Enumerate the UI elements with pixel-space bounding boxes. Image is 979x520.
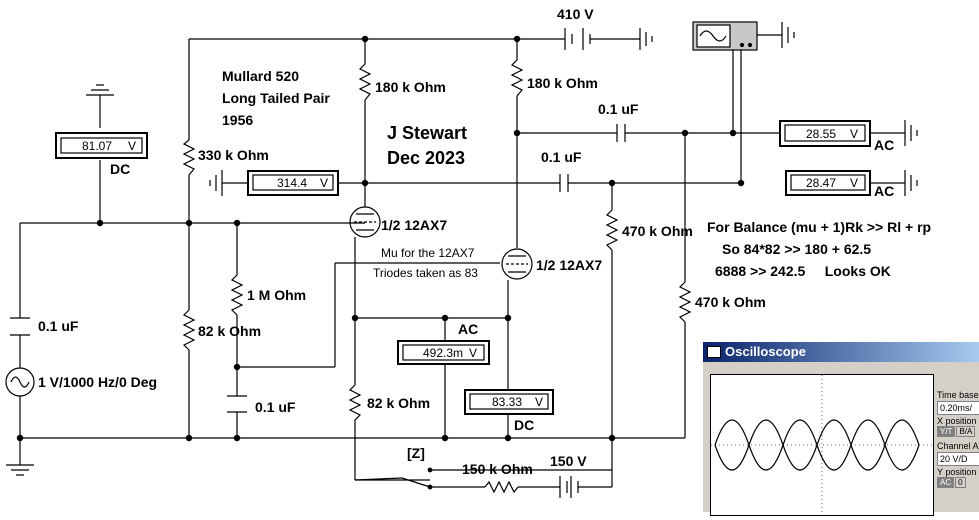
ac-button[interactable]: AC [937, 477, 955, 488]
meter-mode-dc-cathode: DC [514, 417, 534, 433]
resistor-180k-b[interactable] [510, 59, 524, 97]
voltmeter-dc-left[interactable]: 81.07 V [55, 132, 148, 159]
resistor-1m[interactable] [230, 274, 244, 316]
c-in-label: 0.1 uF [38, 318, 79, 334]
meter-unit: V [320, 176, 328, 190]
source-label: 1 V/1000 Hz/0 Deg [38, 374, 157, 390]
r-82k-left-label: 82 k Ohm [198, 323, 261, 339]
capacitor-input[interactable] [10, 317, 30, 336]
r-1m-label: 1 M Ohm [247, 287, 306, 303]
r-180k-a-label: 180 k Ohm [375, 79, 446, 95]
ba-button[interactable]: B/A [956, 426, 976, 437]
meter-value: 28.47 [806, 176, 836, 190]
meter-value: 492.3m [423, 346, 463, 360]
oscilloscope-icon[interactable] [692, 21, 758, 51]
c-out-bottom-label: 0.1 uF [541, 149, 582, 165]
meter-unit: V [469, 346, 477, 360]
note-mu-line-1: Mu for the 12AX7 [381, 246, 475, 260]
switch-key-label: [Z] [407, 445, 425, 461]
channel-label: Channel A [937, 441, 979, 451]
note-balance-line-3: 6888 >> 242.5 Looks OK [715, 263, 891, 279]
triode-lower-icon[interactable] [501, 248, 533, 280]
battery-150v[interactable] [559, 476, 579, 498]
resistor-82k-left[interactable] [182, 309, 196, 351]
date-label: Dec 2023 [387, 148, 465, 168]
timebase-label: Time base [937, 390, 979, 400]
meter-value: 83.33 [492, 395, 522, 409]
wires [19, 34, 905, 488]
oscilloscope-window[interactable]: Oscilloscope Time base 0.20ms/ X positio… [701, 340, 979, 516]
meter-unit: V [535, 395, 543, 409]
c-grid-label: 0.1 uF [255, 399, 296, 415]
resistor-470k-a[interactable] [605, 209, 619, 251]
author-label: J Stewart [387, 123, 467, 143]
meter-value: 28.55 [806, 127, 836, 141]
meter-unit: V [850, 176, 858, 190]
c-out-top-label: 0.1 uF [598, 101, 639, 117]
meter-unit: V [850, 127, 858, 141]
oscilloscope-titlebar[interactable]: Oscilloscope [703, 342, 979, 362]
ground-icon [6, 22, 918, 476]
voltmeter-plate-top[interactable]: 314.4 V [247, 170, 339, 196]
resistor-180k-a[interactable] [358, 63, 372, 101]
voltmeter-ac-out2[interactable]: 28.47 V [785, 170, 871, 196]
voltmeter-ac-mid[interactable]: 492.3m V [397, 340, 490, 365]
tube-upper-label: 1/2 12AX7 [381, 217, 447, 233]
oscilloscope-screen [710, 374, 934, 516]
yt-button[interactable]: Y/T [937, 426, 956, 437]
resistor-82k-tail[interactable] [348, 384, 362, 421]
capacitor-grid[interactable] [227, 395, 247, 413]
meter-mode-ac-out2: AC [874, 183, 894, 199]
waveform-display [711, 375, 933, 515]
battery-410v[interactable] [564, 28, 653, 50]
note-balance-line-1: For Balance (mu + 1)Rk >> Rl + rp [707, 219, 931, 235]
xpos-label: X position [937, 416, 977, 426]
r-470k-a-label: 470 k Ohm [622, 223, 693, 239]
meter-mode-dc-left: DC [110, 161, 130, 177]
timebase-field[interactable]: 0.20ms/ [937, 401, 979, 415]
window-icon [707, 346, 721, 358]
meter-mode-ac-out1: AC [874, 137, 894, 153]
switch-icon[interactable] [354, 467, 433, 490]
title-line-1: Mullard 520 [222, 68, 299, 84]
r-180k-b-label: 180 k Ohm [527, 75, 598, 91]
title-line-3: 1956 [222, 112, 253, 128]
r-82k-tail-label: 82 k Ohm [367, 395, 430, 411]
resistor-150k[interactable] [484, 480, 519, 494]
capacitor-out-bottom[interactable] [559, 174, 569, 192]
note-balance-line-2: So 84*82 >> 180 + 62.5 [722, 241, 871, 257]
ypos-label: Y position [937, 467, 977, 477]
meter-value: 314.4 [277, 176, 307, 190]
resistor-330k[interactable] [182, 139, 196, 176]
supply-410v-label: 410 V [557, 6, 594, 22]
r-150k-label: 150 k Ohm [462, 461, 533, 477]
triode-upper-icon[interactable] [349, 206, 381, 238]
meter-mode-ac-mid: AC [458, 321, 478, 337]
capacitor-out-top[interactable] [616, 124, 626, 142]
resistor-470k-b[interactable] [678, 281, 692, 323]
supply-150v-label: 150 V [550, 453, 587, 469]
junction-dots [16, 35, 745, 442]
meter-unit: V [128, 139, 136, 153]
ac-source-icon[interactable] [5, 367, 35, 397]
oscilloscope-title: Oscilloscope [725, 344, 806, 359]
meter-value: 81.07 [82, 139, 112, 153]
r-470k-b-label: 470 k Ohm [695, 294, 766, 310]
zero-button[interactable]: 0 [955, 477, 966, 488]
voltmeter-ac-out1[interactable]: 28.55 V [779, 120, 871, 147]
tube-lower-label: 1/2 12AX7 [536, 257, 602, 273]
title-line-2: Long Tailed Pair [222, 90, 330, 106]
channel-field[interactable]: 20 V/D [937, 452, 979, 466]
r-330k-label: 330 k Ohm [198, 147, 269, 163]
note-mu-line-2: Triodes taken as 83 [373, 266, 478, 280]
voltmeter-dc-cathode[interactable]: 83.33 V [464, 389, 554, 415]
